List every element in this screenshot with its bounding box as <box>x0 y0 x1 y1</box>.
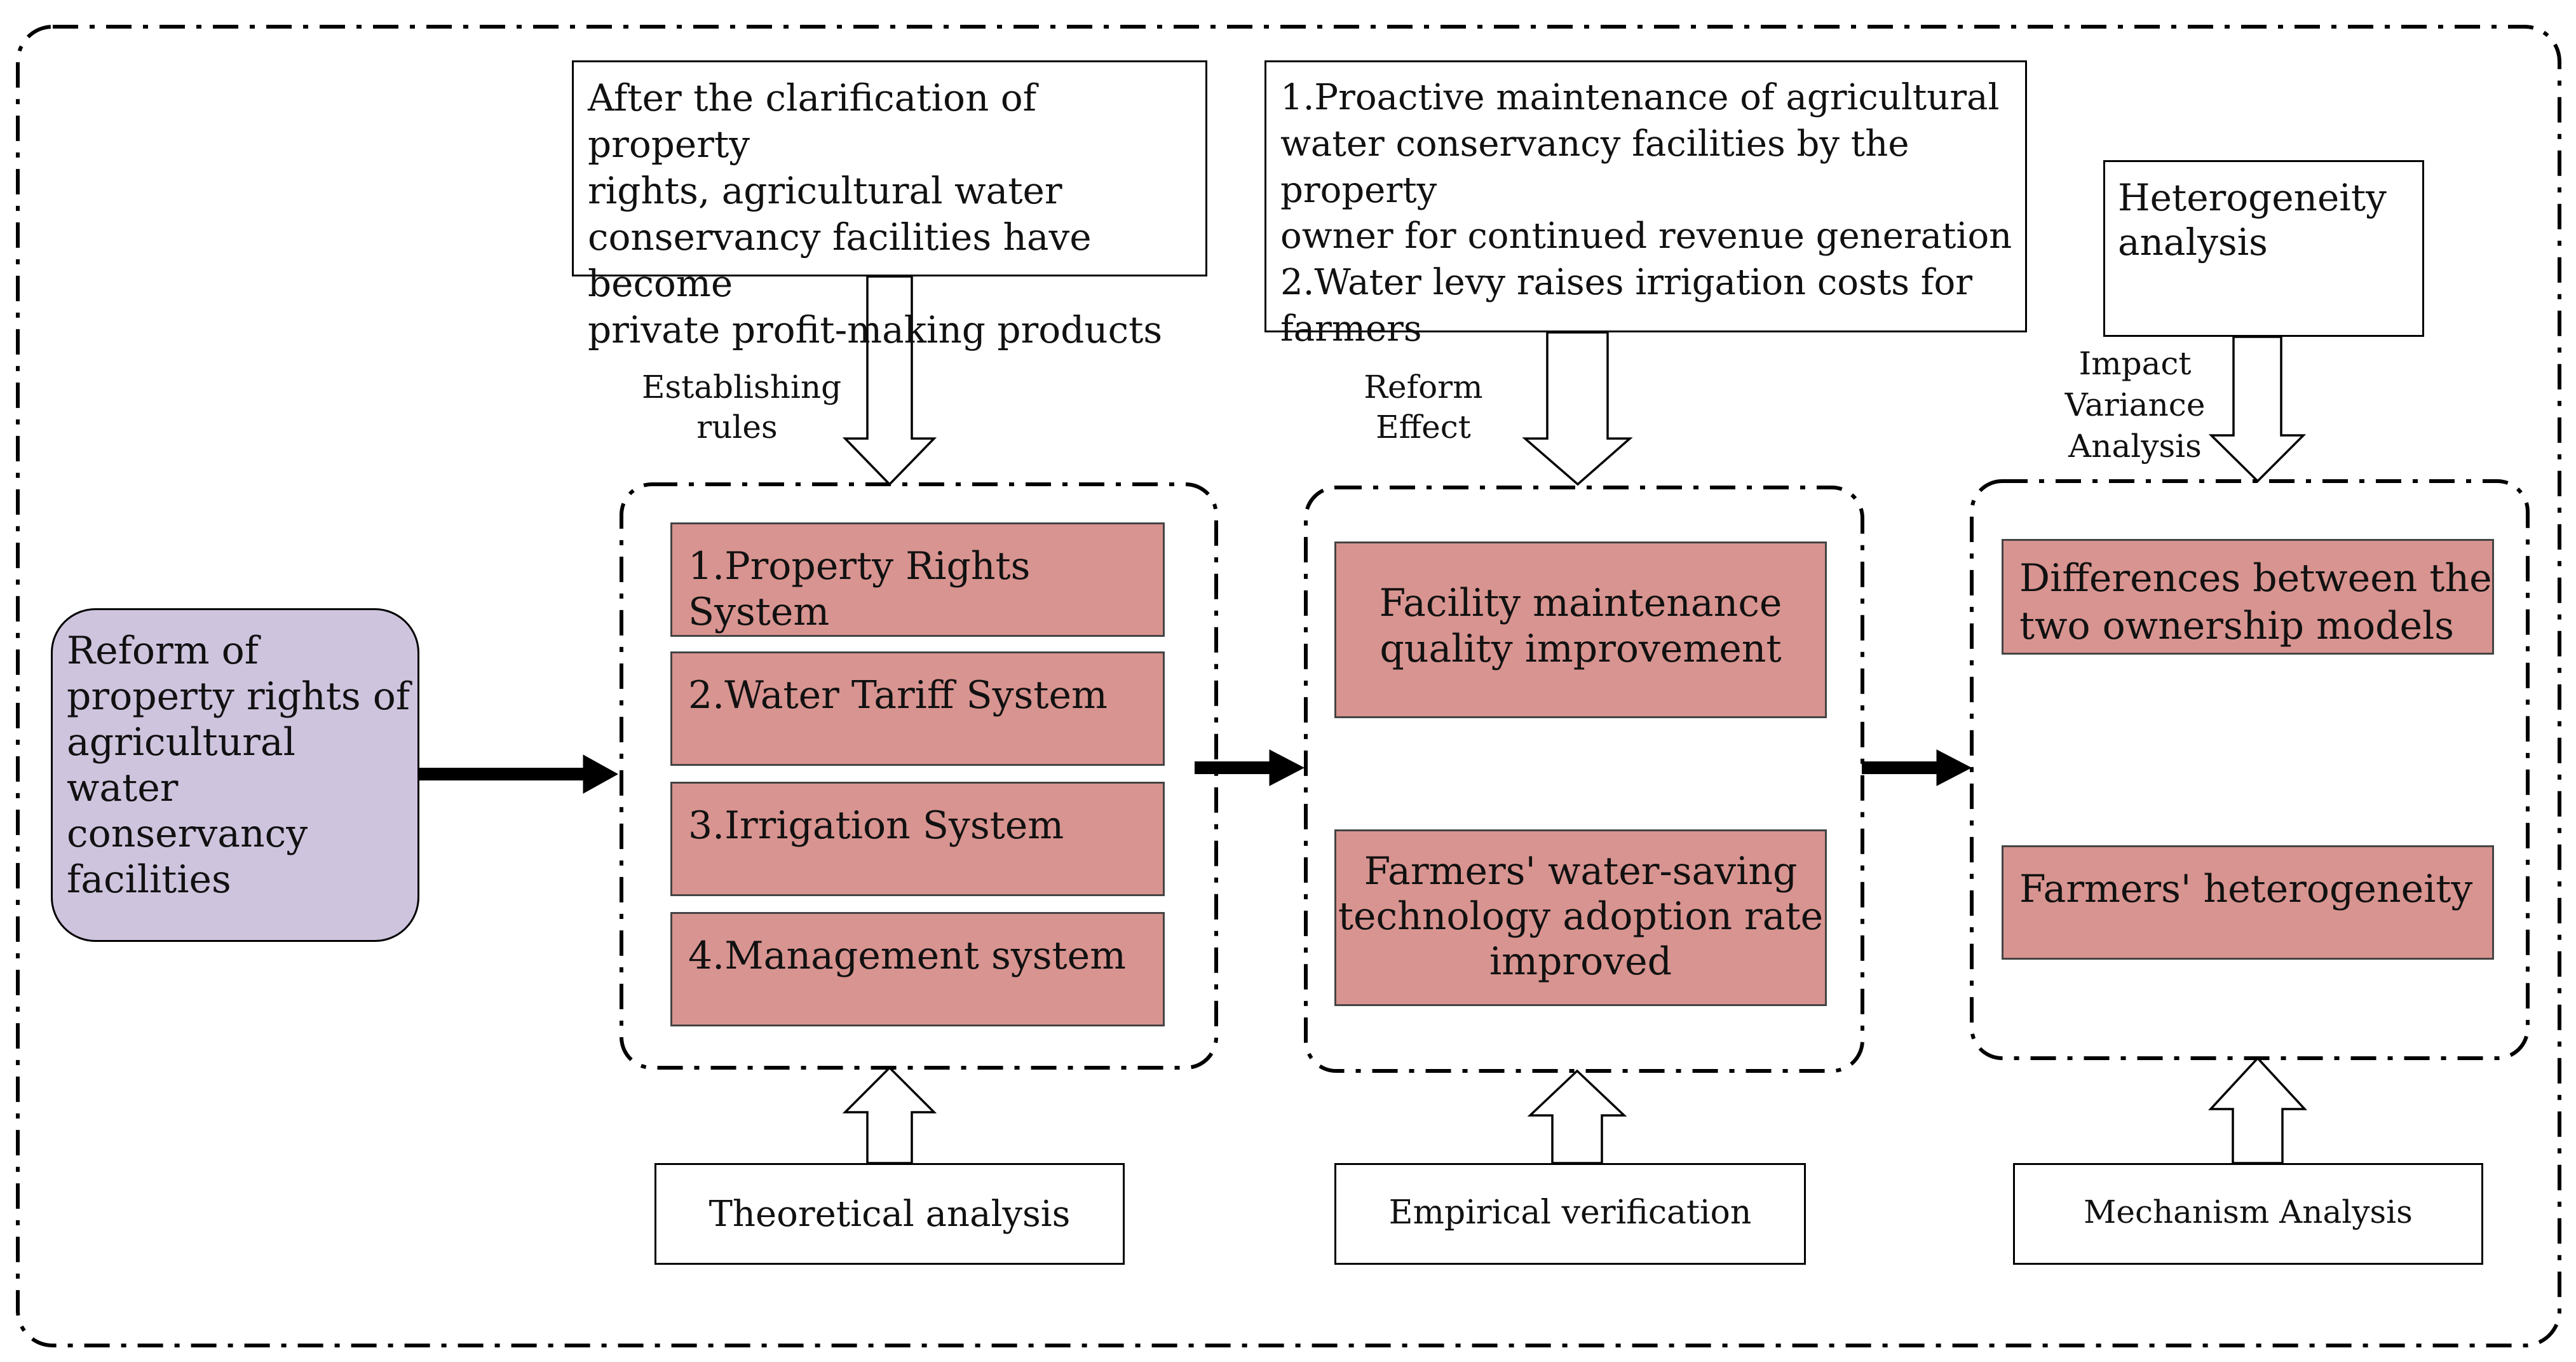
mechanism-analysis-text: Mechanism Analysis <box>2084 1194 2413 1230</box>
theoretical-analysis-box: Theoretical analysis <box>654 1163 1125 1265</box>
empirical-verification-text: Empirical verification <box>1388 1194 1752 1232</box>
heterogeneity-analysis-box: Heterogeneity analysis <box>2103 160 2424 337</box>
flow-arrow-2-head <box>1269 749 1305 786</box>
flow-arrow-1-head <box>583 754 619 794</box>
group2-frame <box>1304 486 1864 1073</box>
ownership-differences-text: Differences between the two ownership mo… <box>2019 556 2492 648</box>
water-saving-adoption-box: Farmers' water-saving technology adoptio… <box>1334 829 1827 1006</box>
theoretical-analysis-text: Theoretical analysis <box>708 1194 1071 1235</box>
water-saving-adoption-text: Farmers' water-saving technology adoptio… <box>1338 849 1824 984</box>
start-box: Reform of property rights of agricultura… <box>51 608 419 942</box>
impact-variance-label: Impact Variance Analysis <box>2064 345 2206 465</box>
management-system-text: 4.Management system <box>688 934 1127 978</box>
empirical-verification-box: Empirical verification <box>1334 1163 1806 1265</box>
down-arrow-effect <box>1522 331 1633 486</box>
group3-frame <box>1970 479 2530 1060</box>
reform-effect-label: Reform Effect <box>1364 369 1483 446</box>
group1-frame <box>620 482 1218 1070</box>
property-rights-system: 1.Property Rights System <box>670 522 1165 637</box>
up-arrow-mechanism <box>2207 1056 2308 1164</box>
flow-arrow-3-head <box>1936 749 1972 786</box>
farmers-heterogeneity-text: Farmers' heterogeneity <box>2019 867 2473 911</box>
up-arrow-empirical <box>1527 1069 1627 1164</box>
water-tariff-system: 2.Water Tariff System <box>670 651 1165 766</box>
ownership-differences-box: Differences between the two ownership mo… <box>2002 539 2494 655</box>
effect-description-box: 1.Proactive maintenance of agricultural … <box>1264 60 2027 350</box>
heterogeneity-analysis-text: Heterogeneity analysis <box>2118 176 2387 264</box>
property-rights-system-text: 1.Property Rights System <box>688 544 1031 634</box>
farmers-heterogeneity-box: Farmers' heterogeneity <box>2002 845 2494 960</box>
mechanism-analysis-box: Mechanism Analysis <box>2013 1163 2483 1265</box>
down-arrow-hetero <box>2208 336 2307 483</box>
irrigation-system-text: 3.Irrigation System <box>688 803 1064 848</box>
facility-maintenance-box: Facility maintenance quality improvement <box>1334 541 1827 718</box>
outer-frame <box>16 25 2561 1347</box>
facility-maintenance-text: Facility maintenance quality improvement <box>1379 581 1782 671</box>
effect-description-text: 1.Proactive maintenance of agricultural … <box>1280 77 2012 350</box>
irrigation-system: 3.Irrigation System <box>670 782 1165 896</box>
down-arrow-rules <box>842 275 937 486</box>
rules-description-text: After the clarification of property righ… <box>588 76 1163 352</box>
water-tariff-system-text: 2.Water Tariff System <box>688 673 1108 718</box>
start-box-text: Reform of property rights of agricultura… <box>67 629 410 902</box>
management-system: 4.Management system <box>670 912 1165 1026</box>
up-arrow-theory <box>842 1066 937 1164</box>
establishing-rules-label: Establishing rules <box>642 369 842 446</box>
rules-description-box: After the clarification of property righ… <box>572 60 1207 351</box>
